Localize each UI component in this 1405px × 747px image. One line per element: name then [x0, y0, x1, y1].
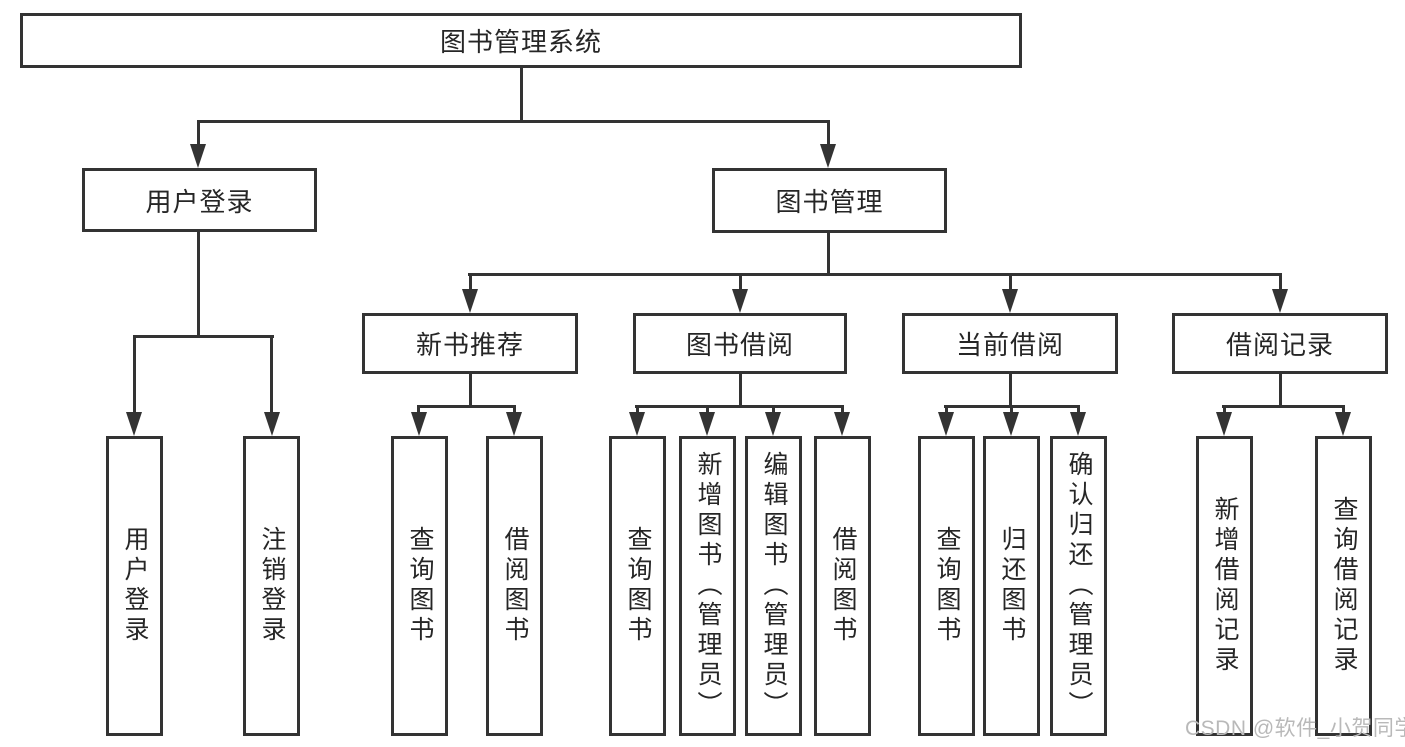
arrow-down-icon: [699, 412, 715, 436]
arrow-down-icon: [411, 412, 427, 436]
leaf-edit-book-admin-label: 编辑图书（管理员）: [760, 451, 788, 721]
leaf-logout-label: 注销登录: [258, 526, 286, 646]
connector-line: [1279, 374, 1282, 408]
leaf-confirm-return-admin-label: 确认归还（管理员）: [1065, 451, 1093, 721]
leaf-user-login-label: 用户登录: [121, 526, 149, 646]
node-user-login-label: 用户登录: [145, 186, 254, 217]
connector-line: [827, 233, 830, 276]
connector-line: [133, 335, 274, 338]
connector-line: [197, 232, 200, 338]
arrow-down-icon: [126, 412, 142, 436]
connector-line: [197, 120, 200, 147]
connector-line: [1342, 405, 1345, 416]
connector-line: [841, 405, 844, 416]
arrow-down-icon: [820, 144, 836, 168]
arrow-down-icon: [834, 412, 850, 436]
node-borrowing-records: 借阅记录: [1172, 313, 1388, 374]
connector-line: [1010, 405, 1013, 416]
leaf-user-login: 用户登录: [106, 436, 163, 736]
leaf-borrow-books-borrowing-label: 借阅图书: [829, 526, 857, 646]
arrow-down-icon: [765, 412, 781, 436]
leaf-query-books-current: 查询图书: [918, 436, 975, 736]
node-library-management-system: 图书管理系统: [20, 13, 1022, 68]
leaf-query-books-recommend-label: 查询图书: [406, 526, 434, 646]
connector-line: [469, 374, 472, 408]
arrow-down-icon: [1003, 412, 1019, 436]
node-user-login: 用户登录: [82, 168, 317, 232]
node-book-borrowing-label: 图书借阅: [685, 330, 794, 360]
connector-line: [945, 405, 948, 416]
connector-line: [417, 405, 420, 416]
node-library-management-system-label: 图书管理系统: [439, 27, 602, 57]
leaf-query-books-borrowing-label: 查询图书: [624, 526, 652, 646]
connector-line: [197, 120, 830, 123]
connector-line: [739, 374, 742, 408]
arrow-down-icon: [1216, 412, 1232, 436]
connector-line: [133, 335, 136, 417]
connector-line: [417, 405, 516, 408]
arrow-down-icon: [732, 289, 748, 313]
node-book-management: 图书管理: [712, 168, 947, 233]
csdn-watermark: CSDN @软件_小贺同学: [1185, 717, 1405, 740]
leaf-borrow-books-borrowing: 借阅图书: [814, 436, 871, 736]
arrow-down-icon: [190, 144, 206, 168]
connector-line: [827, 120, 830, 147]
leaf-add-borrow-record-label: 新增借阅记录: [1211, 496, 1239, 676]
leaf-borrow-books-recommend-label: 借阅图书: [501, 526, 529, 646]
leaf-add-book-admin: 新增图书（管理员）: [679, 436, 736, 736]
arrow-down-icon: [1272, 289, 1288, 313]
leaf-return-books: 归还图书: [983, 436, 1040, 736]
connector-line: [520, 68, 523, 123]
leaf-query-books-current-label: 查询图书: [933, 526, 961, 646]
leaf-add-borrow-record: 新增借阅记录: [1196, 436, 1253, 736]
arrow-down-icon: [1335, 412, 1351, 436]
node-current-borrowing-label: 当前借阅: [955, 330, 1064, 360]
connector-line: [469, 273, 472, 293]
node-book-management-label: 图书管理: [775, 187, 884, 217]
connector-line: [636, 405, 639, 416]
node-new-book-recommendation: 新书推荐: [362, 313, 578, 374]
arrow-down-icon: [1002, 289, 1018, 313]
leaf-edit-book-admin: 编辑图书（管理员）: [745, 436, 802, 736]
connector-line: [513, 405, 516, 416]
leaf-logout: 注销登录: [243, 436, 300, 736]
leaf-confirm-return-admin: 确认归还（管理员）: [1050, 436, 1107, 736]
connector-line: [772, 405, 775, 416]
node-new-book-recommendation-label: 新书推荐: [415, 330, 524, 360]
connector-line: [1279, 273, 1282, 293]
connector-line: [270, 335, 273, 417]
node-book-borrowing: 图书借阅: [633, 313, 847, 374]
leaf-return-books-label: 归还图书: [998, 526, 1026, 646]
connector-line: [706, 405, 709, 416]
connector-line: [1223, 405, 1226, 416]
leaf-add-book-admin-label: 新增图书（管理员）: [694, 451, 722, 721]
connector-line: [1009, 273, 1012, 293]
connector-line: [635, 405, 843, 408]
arrow-down-icon: [1070, 412, 1086, 436]
leaf-query-borrow-record-label: 查询借阅记录: [1330, 496, 1358, 676]
leaf-query-books-recommend: 查询图书: [391, 436, 448, 736]
leaf-query-borrow-record: 查询借阅记录: [1315, 436, 1372, 736]
arrow-down-icon: [462, 289, 478, 313]
node-borrowing-records-label: 借阅记录: [1225, 330, 1334, 360]
connector-line: [1009, 374, 1012, 408]
connector-line: [1077, 405, 1080, 416]
connector-line: [739, 273, 742, 293]
leaf-borrow-books-recommend: 借阅图书: [486, 436, 543, 736]
arrow-down-icon: [629, 412, 645, 436]
connector-line: [1222, 405, 1345, 408]
arrow-down-icon: [506, 412, 522, 436]
arrow-down-icon: [264, 412, 280, 436]
connector-line: [468, 273, 1281, 276]
arrow-down-icon: [938, 412, 954, 436]
leaf-query-books-borrowing: 查询图书: [609, 436, 666, 736]
node-current-borrowing: 当前借阅: [902, 313, 1118, 374]
